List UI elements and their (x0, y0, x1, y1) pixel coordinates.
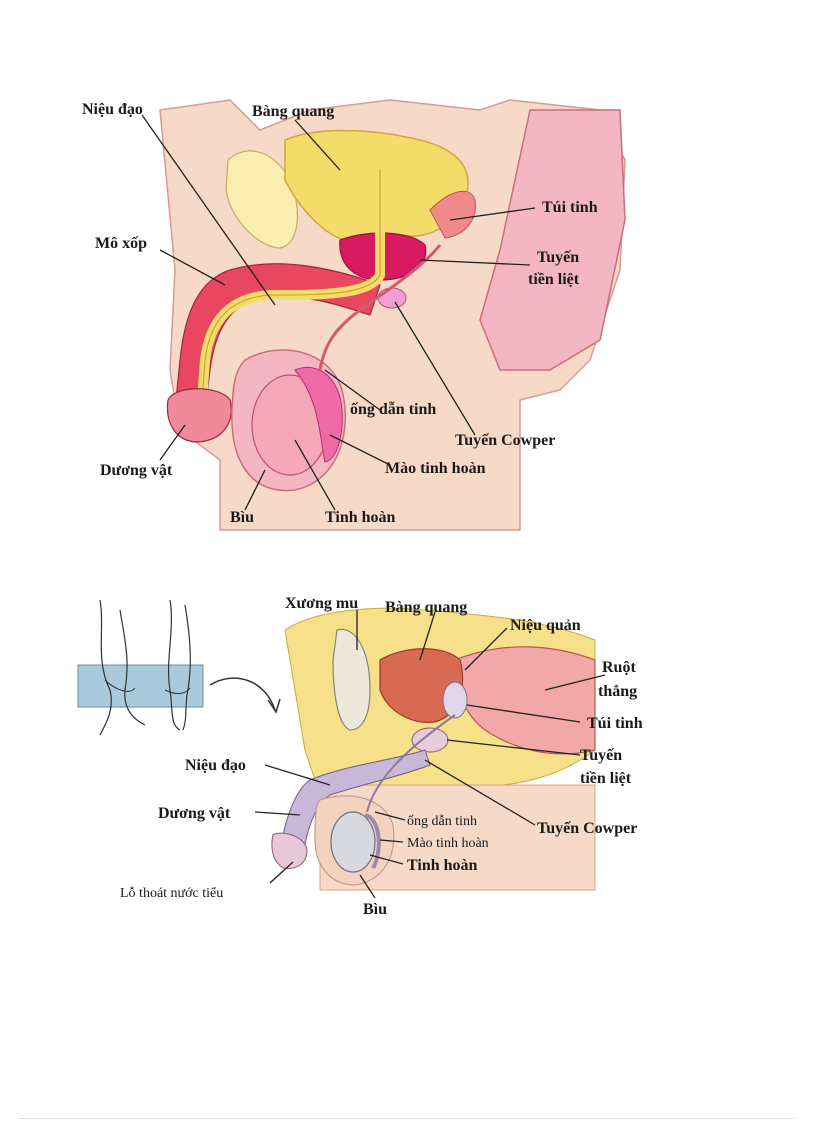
label-vas: ống dẫn tinh (350, 401, 436, 418)
label-penis: Dương vật (158, 805, 231, 822)
label-testis: Tinh hoàn (325, 509, 396, 526)
label-prostate-1: Tuyến (537, 249, 579, 266)
seminal-vesicle (429, 190, 476, 239)
label-cowper: Tuyến Cowper (455, 432, 555, 449)
label-seminal: Túi tinh (542, 199, 598, 216)
leader-vas (324, 369, 381, 411)
leader-seminal (466, 704, 581, 723)
label-bladder: Bàng quang (385, 599, 467, 616)
leader-prostate (446, 739, 581, 756)
leader-epididymis (379, 839, 404, 843)
leader-bladder (294, 119, 341, 171)
arrow-icon (209, 677, 276, 711)
label-testis: Tinh hoàn (407, 857, 478, 874)
inset-figure (77, 599, 281, 736)
label-vas: ống dẫn tinh (407, 814, 477, 829)
bottom-diagram: Xương mu Bàng quang Niệu quản Ruột thẳng… (75, 550, 675, 950)
leader-cowper (394, 301, 476, 436)
leader-prostate (419, 259, 531, 266)
epididymis (294, 366, 343, 463)
leader-penis (254, 811, 301, 816)
glans (271, 832, 308, 869)
vas-deferens (366, 714, 456, 813)
leader-vas (374, 811, 406, 821)
label-scrotum: Bìu (363, 901, 387, 918)
label-epididymis: Mào tinh hoàn (385, 460, 486, 477)
label-prostate-2: tiền liệt (580, 770, 632, 787)
leader-epididymis (329, 434, 391, 466)
label-ureter: Niệu quản (510, 617, 581, 634)
vas-deferens (318, 244, 442, 371)
leader-spongy (159, 249, 226, 286)
leader-seminal (449, 207, 536, 221)
label-opening: Lỗ thoát nước tiểu (120, 886, 223, 901)
leader-bladder (419, 611, 436, 661)
label-epididymis: Mào tinh hoàn (407, 836, 489, 851)
prostate (411, 727, 449, 753)
leader-urethra (264, 764, 331, 786)
label-cowper: Tuyến Cowper (537, 820, 637, 837)
label-seminal: Túi tinh (587, 715, 643, 732)
glans (166, 388, 232, 443)
label-prostate-2: tiền liệt (528, 271, 580, 288)
label-urethra: Niệu đạo (185, 757, 246, 774)
leader-scrotum (244, 469, 266, 511)
testis (330, 811, 376, 873)
label-pubic: Xương mu (285, 595, 358, 612)
leader-rectum (544, 674, 606, 691)
leader-penis (159, 424, 186, 461)
leader-ureter (464, 627, 508, 671)
pubic-bone (332, 628, 371, 731)
label-scrotum: Bìu (230, 509, 254, 526)
seminal-vesicle (442, 681, 468, 719)
epididymis (364, 813, 381, 869)
label-urethra: Niệu đạo (82, 101, 143, 118)
label-bladder: Bàng quang (252, 103, 334, 120)
leader-urethra (141, 114, 276, 306)
top-diagram: Niệu đạo Bàng quang Túi tinh Mô xốp Tuyế… (80, 70, 665, 535)
leader-opening (269, 861, 294, 884)
label-spongy: Mô xốp (95, 235, 147, 252)
label-rectum-2: thẳng (598, 683, 637, 700)
label-rectum-1: Ruột (602, 659, 636, 676)
bottom-diagram-svg: Xương mu Bàng quang Niệu quản Ruột thẳng… (77, 595, 643, 918)
leader-cowper (424, 759, 536, 826)
leader-testis (369, 854, 404, 865)
page-bottom-divider (20, 1118, 796, 1119)
cowper-gland (377, 287, 407, 309)
urethra-outline (199, 170, 381, 431)
buttock (479, 109, 626, 371)
leader-testis (294, 439, 336, 511)
leader-scrotum (359, 874, 376, 899)
top-diagram-svg: Niệu đạo Bàng quang Túi tinh Mô xốp Tuyế… (82, 99, 626, 531)
pubic-bone (225, 150, 298, 249)
label-prostate-1: Tuyến (580, 747, 622, 764)
label-penis: Dương vật (100, 462, 173, 479)
